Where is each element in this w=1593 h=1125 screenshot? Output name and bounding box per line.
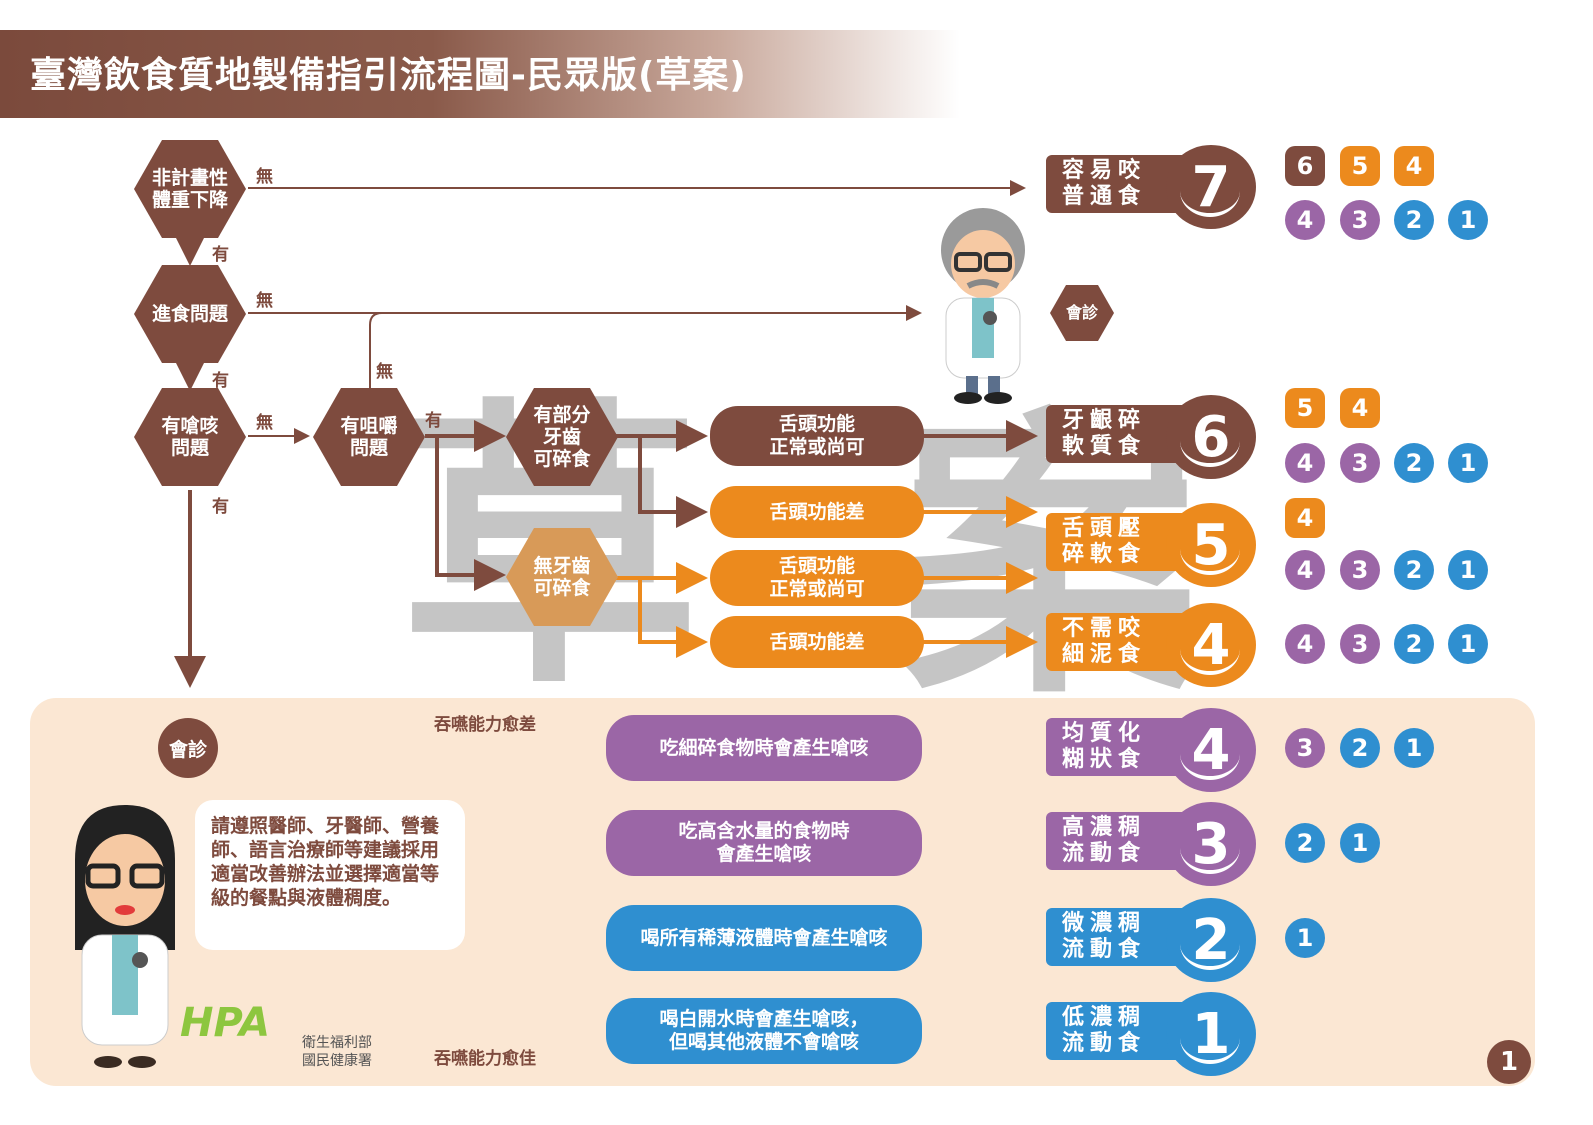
level-icon: 1 [1448,550,1488,590]
tongue-poor-2: 舌頭功能差 [710,616,924,668]
level-icon: 2 [1394,443,1434,483]
level-icon: 3 [1340,443,1380,483]
title-banner: 臺灣飲食質地製備指引流程圖-民眾版(草案) [0,30,960,118]
level-icon: 1 [1448,443,1488,483]
level-icon: 4 [1340,388,1380,428]
level-icon: 2 [1340,728,1380,768]
level-icon: 2 [1394,624,1434,664]
node-consult-bottom: 會診 [158,718,218,778]
page-title: 臺灣飲食質地製備指引流程圖-民眾版(草案) [30,55,747,96]
node-weight-loss: 非計畫性 體重下降 [134,140,246,238]
edge-label-none-4: 無 [376,362,393,382]
level-icon: 4 [1285,200,1325,240]
node-partial-teeth: 有部分 牙齒 可碎食 [506,388,618,486]
level-icon: 5 [1285,388,1325,428]
level-icon: 1 [1448,200,1488,240]
level-icon: 1 [1448,624,1488,664]
level-icon: 1 [1285,918,1325,958]
level-icon: 4 [1285,498,1325,538]
edge-label-yes-4: 有 [425,411,442,431]
org-name: 衛生福利部 國民健康署 [302,1035,372,1069]
level-icon: 3 [1285,728,1325,768]
symptom-level-1: 喝白開水時會產生嗆咳， 但喝其他液體不會嗆咳 [606,998,922,1064]
edge-label-yes-2: 有 [212,371,229,391]
level-icon: 1 [1340,823,1380,863]
level-icon: 1 [1394,728,1434,768]
level-icon: 4 [1285,443,1325,483]
label-worse-swallowing: 吞嚥能力愈差 [434,715,536,735]
tongue-normal-1: 舌頭功能 正常或尚可 [710,406,924,466]
level-icon: 3 [1340,200,1380,240]
tongue-normal-2: 舌頭功能 正常或尚可 [710,550,924,606]
level-icon: 4 [1285,550,1325,590]
doctor-female-illustration [75,805,175,1068]
edge-label-none-2: 無 [256,291,273,311]
symptom-level-4: 吃細碎食物時會產生嗆咳 [606,715,922,781]
level-icon: 4 [1285,624,1325,664]
edge-label-yes-1: 有 [212,245,229,265]
doctor-male-illustration [941,208,1025,404]
level-icon: 2 [1394,200,1434,240]
level-icon: 6 [1285,146,1325,186]
level-icon: 2 [1285,823,1325,863]
node-no-teeth: 無牙齒 可碎食 [506,528,618,626]
edge-label-none-1: 無 [256,167,273,187]
node-eating-problem: 進食問題 [134,265,246,363]
node-choking: 有嗆咳 問題 [134,388,246,486]
page-number: 1 [1487,1040,1531,1084]
symptom-level-2: 喝所有稀薄液體時會產生嗆咳 [606,905,922,971]
edge-label-yes-3: 有 [212,497,229,517]
symptom-level-3: 吃高含水量的食物時 會產生嗆咳 [606,810,922,876]
edge-label-none-3: 無 [256,413,273,433]
level-icon: 4 [1394,146,1434,186]
advice-bubble: 請遵照醫師、牙醫師、營養師、語言治療師等建議採用適當改善辦法並選擇適當等級的餐點… [195,800,465,950]
label-better-swallowing: 吞嚥能力愈佳 [434,1049,536,1069]
level-icon: 2 [1394,550,1434,590]
level-icon: 3 [1340,550,1380,590]
tongue-poor-1: 舌頭功能差 [710,486,924,538]
level-icon: 3 [1340,624,1380,664]
hpa-logo-icon: HPA [180,1000,271,1046]
level-icon: 5 [1340,146,1380,186]
